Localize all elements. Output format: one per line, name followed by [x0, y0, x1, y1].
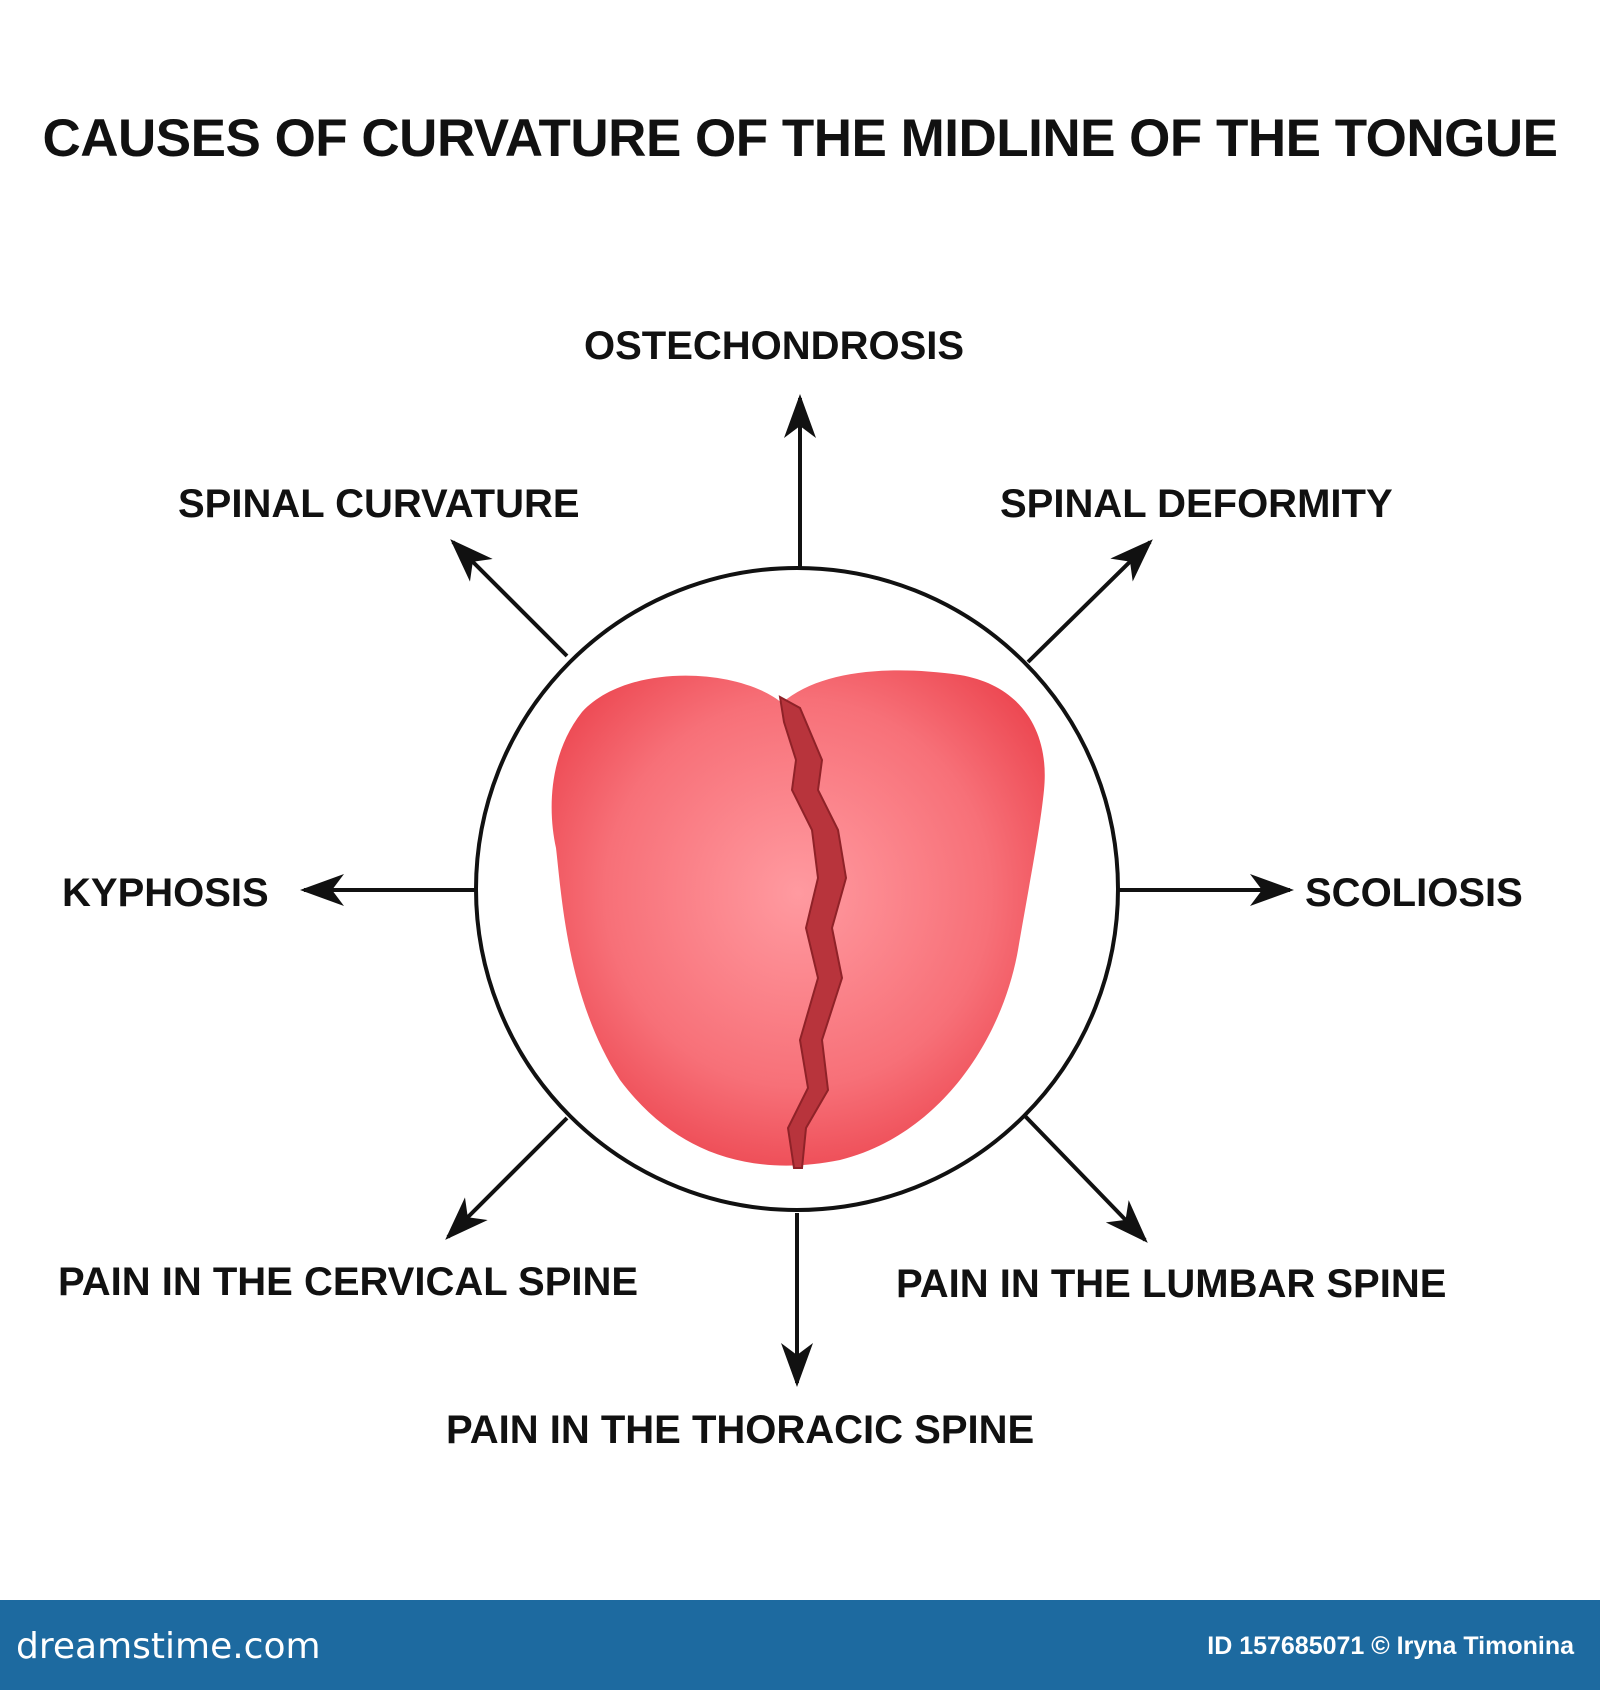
tongue-shape [551, 670, 1045, 1166]
cause-label-top-left: SPINAL CURVATURE [178, 482, 580, 526]
arrow-bottom-right [1023, 1114, 1148, 1243]
diagram-title: CAUSES OF CURVATURE OF THE MIDLINE OF TH… [42, 109, 1558, 168]
image-credit: ID 157685071 © Iryna Timonina [1207, 1632, 1574, 1660]
arrow-top-right [1026, 539, 1153, 664]
cause-label-left: KYPHOSIS [62, 871, 269, 915]
tongue-midline-fissure [778, 695, 848, 1169]
cause-label-bottom: PAIN IN THE THORACIC SPINE [446, 1408, 1035, 1452]
cause-label-top-right: SPINAL DEFORMITY [1000, 482, 1393, 526]
cause-label-right: SCOLIOSIS [1305, 871, 1523, 915]
cause-label-bottom-left: PAIN IN THE CERVICAL SPINE [58, 1260, 639, 1304]
arrow-top-left [450, 539, 569, 658]
footer-bar: dreamstime.com ID 157685071 © Iryna Timo… [0, 1600, 1600, 1690]
tongue-diagram [300, 394, 1294, 1387]
cause-arrows [300, 394, 1294, 1387]
cause-label-bottom-right: PAIN IN THE LUMBAR SPINE [896, 1262, 1447, 1306]
arrow-bottom-left [445, 1116, 569, 1240]
cause-label-top: OSTECHONDROSIS [584, 324, 965, 368]
brand-name: dreamstime.com [16, 1626, 321, 1667]
